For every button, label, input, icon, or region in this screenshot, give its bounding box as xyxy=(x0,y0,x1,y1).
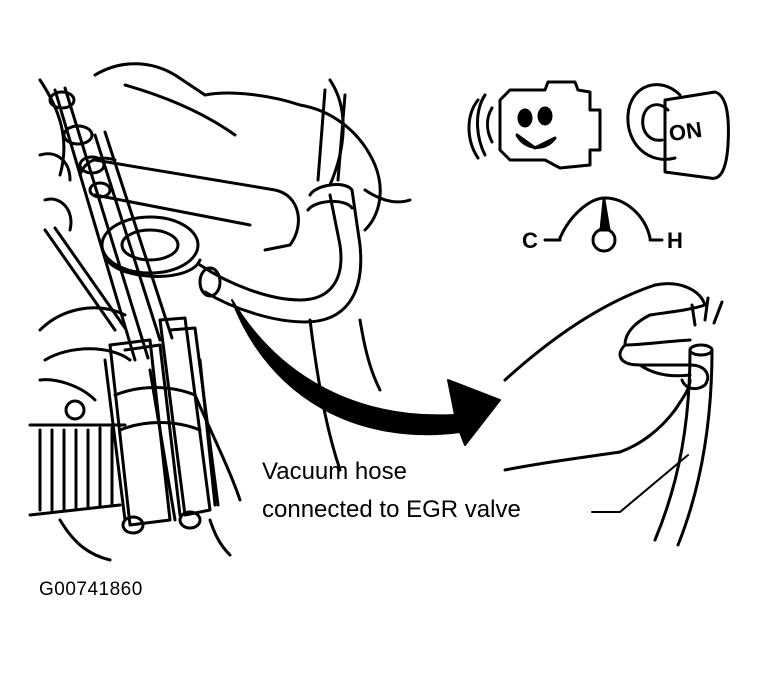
callout-label-line2: connected to EGR valve xyxy=(262,496,521,523)
ignition-key-on-icon xyxy=(626,83,730,180)
engine-running-icon xyxy=(467,80,602,170)
hand-holding-vacuum-hose xyxy=(503,282,724,547)
direction-arrow xyxy=(231,299,501,446)
gauge-cold-label: C xyxy=(522,228,538,253)
temperature-gauge-icon xyxy=(543,196,664,253)
gauge-hot-label: H xyxy=(667,228,683,253)
ignition-on-label: ON xyxy=(667,116,704,147)
figure-id: G00741860 xyxy=(39,579,143,600)
callout-leader-line xyxy=(591,454,689,513)
callout-label-line1: Vacuum hose xyxy=(262,458,407,485)
